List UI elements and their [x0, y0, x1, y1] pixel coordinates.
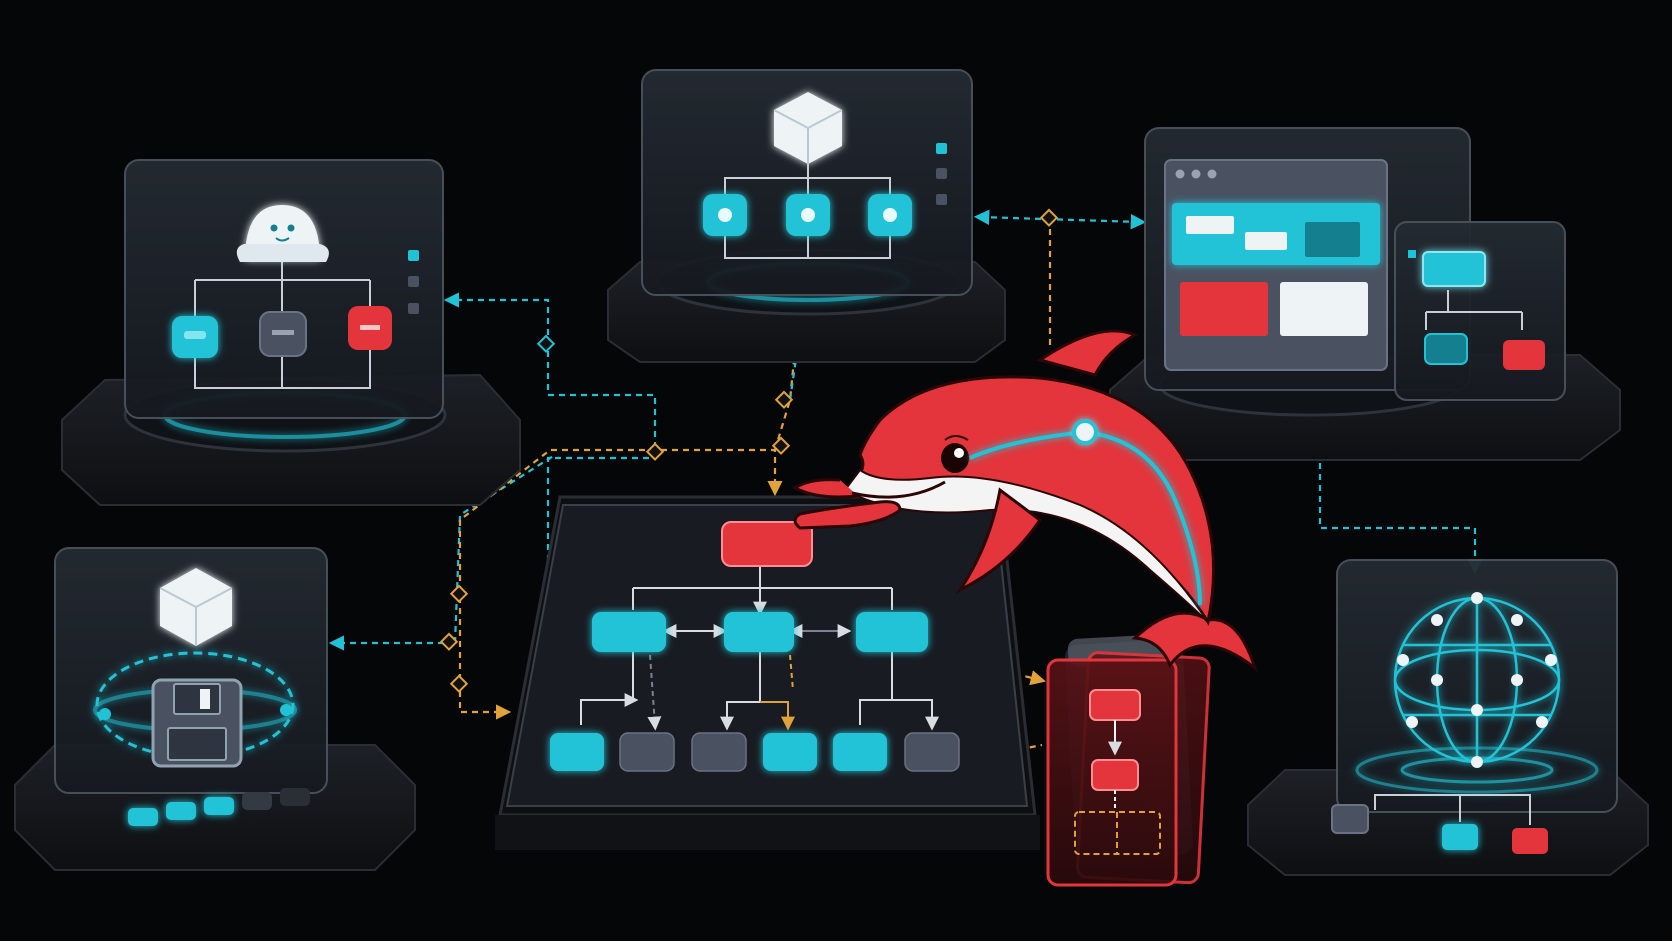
robot-workflow-panel [61, 159, 521, 506]
board-leaf-1 [550, 733, 604, 771]
connector-right-to-globe [1312, 445, 1483, 575]
connector-center-to-robot [443, 292, 657, 605]
connector-diamonds [439, 208, 1059, 693]
globe-network-panel [1247, 559, 1649, 876]
cube-hierarchy-panel [607, 69, 1006, 363]
browser-window [1164, 159, 1388, 371]
board-leaf-3 [691, 732, 747, 772]
board-root-node [721, 521, 813, 567]
board-leaf-2 [619, 732, 675, 772]
dashboard-windows-panel [1109, 127, 1621, 461]
cube-icon [159, 568, 233, 646]
dolphin-mascot [792, 329, 1258, 673]
red-task-cards [1046, 633, 1211, 887]
floppy-disk-icon [151, 678, 243, 768]
storage-panel [14, 547, 416, 871]
board-leaf-5 [833, 733, 887, 771]
main-workflow-board [495, 495, 1040, 850]
mini-flow [1408, 250, 1545, 370]
robot-icon [236, 205, 329, 262]
connector-top-to-right [973, 209, 1147, 230]
connector-center-left-up [453, 454, 556, 644]
cube-icon [773, 92, 843, 164]
board-node-l1-c [856, 612, 928, 652]
board-node-l1-a [592, 612, 666, 652]
board-leaf-4 [763, 733, 817, 771]
board-leaf-6 [904, 732, 960, 772]
board-node-l1-b [724, 612, 794, 652]
